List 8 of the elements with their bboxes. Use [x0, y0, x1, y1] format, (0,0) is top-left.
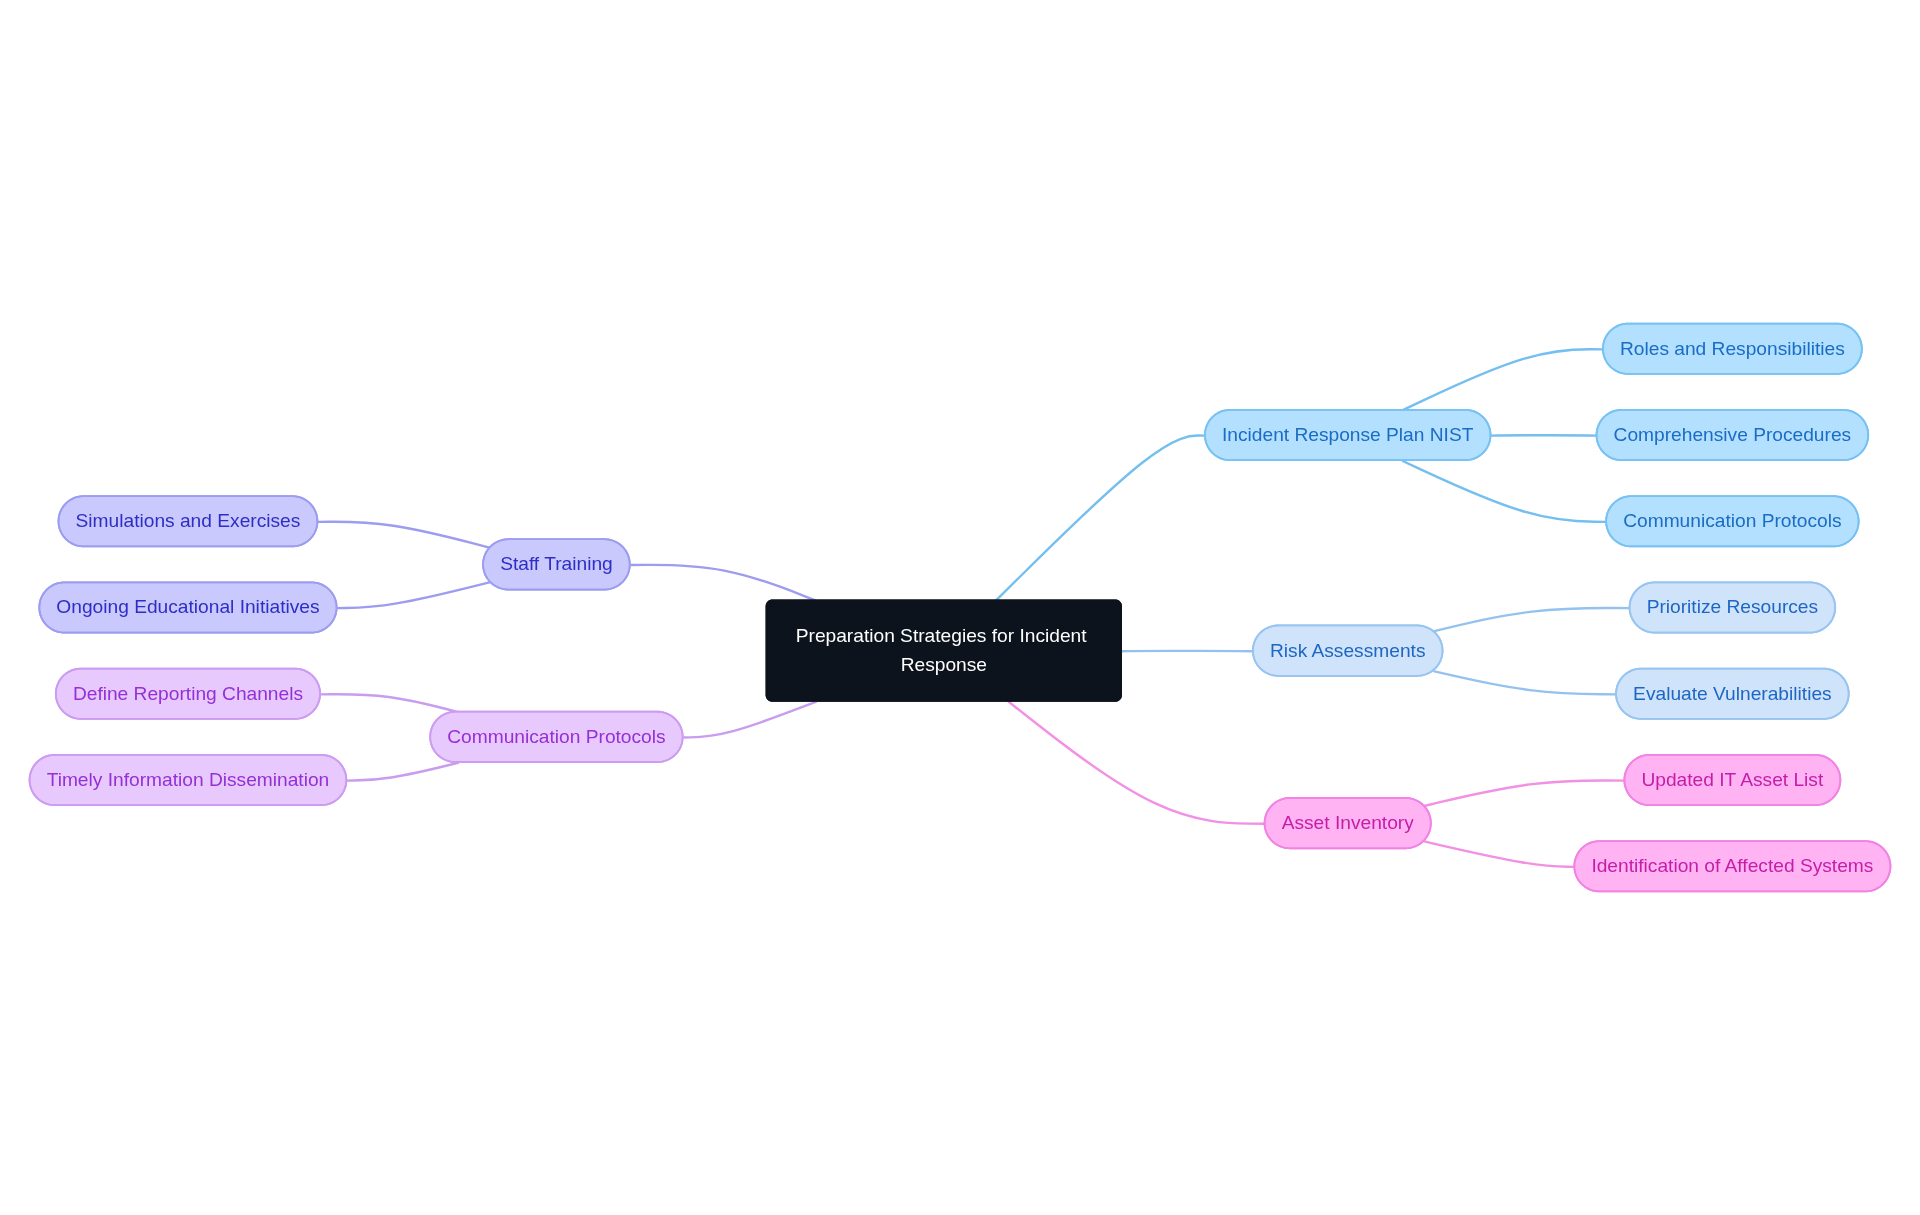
- connector: [683, 700, 817, 739]
- connector: [1423, 840, 1575, 869]
- connector: [1433, 669, 1617, 696]
- connector: [1423, 779, 1625, 808]
- connector: [346, 761, 460, 782]
- connector: [337, 580, 491, 610]
- connector: [318, 520, 491, 550]
- connector: [1401, 459, 1607, 524]
